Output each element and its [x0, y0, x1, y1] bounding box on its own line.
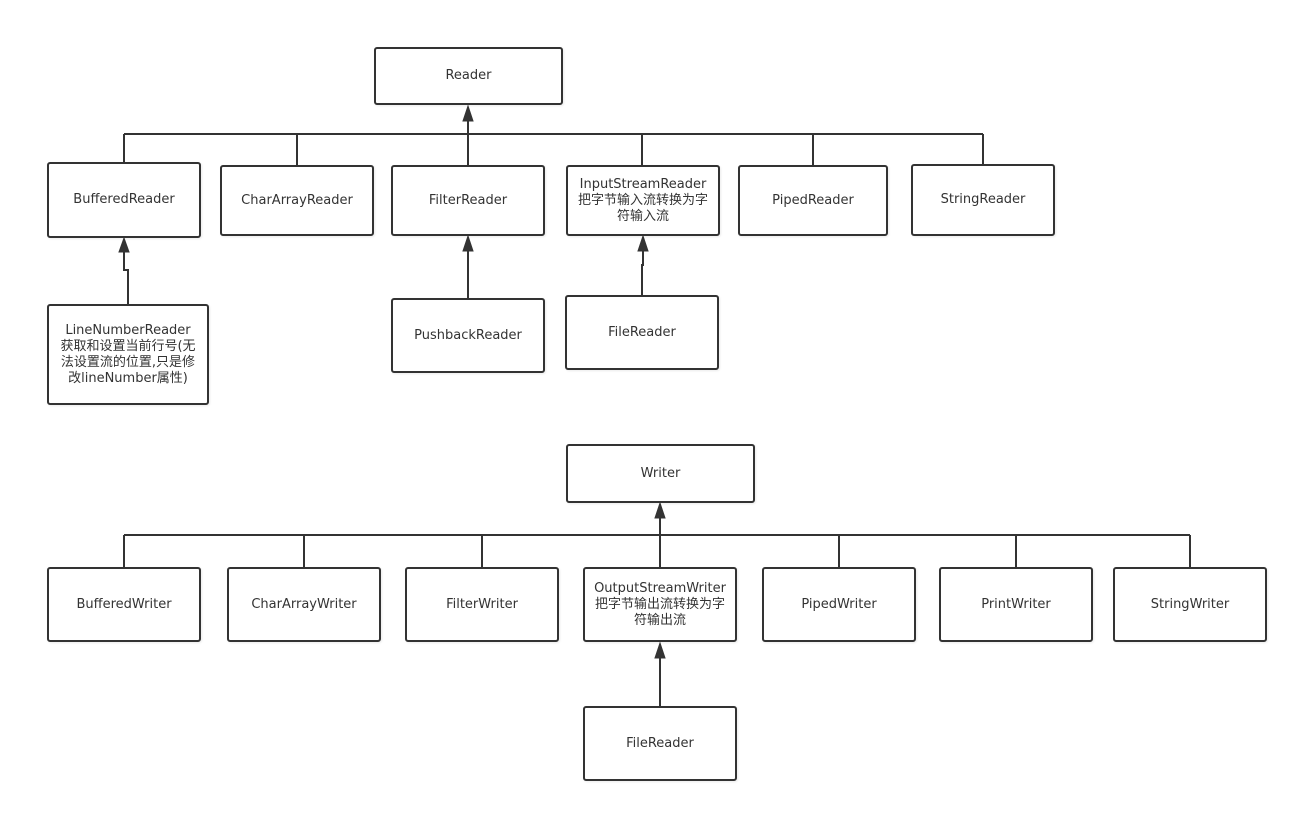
edge-linenumberreader-bufferedreader: [123, 252, 129, 305]
node-stringwriter: StringWriter: [1113, 567, 1267, 642]
node-filterreader: FilterReader: [391, 165, 545, 236]
node-label: StringReader: [940, 192, 1026, 207]
arrowhead-writer: [654, 501, 666, 519]
arrowhead-inputstreamreader: [637, 234, 649, 252]
node-filereader-writer-tree: FileReader: [583, 706, 737, 781]
node-pipedwriter: PipedWriter: [762, 567, 916, 642]
node-label: Writer: [640, 465, 681, 481]
edge-filereader-inputstreamreader: [641, 251, 644, 296]
node-label: InputStreamReader 把字节输入流转换为字 符输入流: [577, 176, 708, 224]
node-label: PushbackReader: [414, 327, 522, 343]
node-inputstreamreader: InputStreamReader 把字节输入流转换为字 符输入流: [566, 165, 720, 236]
node-stringreader: StringReader: [911, 164, 1055, 236]
node-label: OutputStreamWriter 把字节输出流转换为字 符输出流: [594, 580, 726, 628]
node-writer: Writer: [566, 444, 755, 503]
node-label: FilterReader: [428, 192, 508, 208]
node-filterwriter: FilterWriter: [405, 567, 559, 642]
node-label: Reader: [445, 68, 492, 83]
arrowhead-filterreader: [462, 234, 474, 252]
node-label: CharArrayReader: [241, 192, 353, 208]
arrowhead-reader: [462, 104, 474, 122]
node-label: FilterWriter: [446, 596, 518, 612]
node-label: StringWriter: [1150, 596, 1230, 612]
node-bufferedreader: BufferedReader: [47, 162, 201, 238]
node-reader: Reader: [374, 47, 563, 105]
node-label: FileReader: [608, 324, 676, 340]
node-outputstreamwriter: OutputStreamWriter 把字节输出流转换为字 符输出流: [583, 567, 737, 642]
node-linenumberreader: LineNumberReader 获取和设置当前行号(无 法设置流的位置,只是修…: [47, 304, 209, 405]
node-chararraywriter: CharArrayWriter: [227, 567, 381, 642]
node-pipedreader: PipedReader: [738, 165, 888, 236]
node-label: BufferedReader: [73, 192, 175, 207]
node-pushbackreader: PushbackReader: [391, 298, 545, 373]
node-label: PipedReader: [772, 192, 854, 208]
node-label: CharArrayWriter: [251, 596, 357, 612]
node-label: LineNumberReader 获取和设置当前行号(无 法设置流的位置,只是修…: [60, 322, 196, 386]
node-label: PipedWriter: [801, 596, 877, 612]
node-chararrayreader: CharArrayReader: [220, 165, 374, 236]
node-bufferedwriter: BufferedWriter: [47, 567, 201, 642]
node-filereader-reader-tree: FileReader: [565, 295, 719, 370]
arrowhead-bufferedreader: [118, 236, 130, 253]
node-label: BufferedWriter: [76, 596, 172, 612]
node-label: PrintWriter: [981, 596, 1051, 612]
arrowhead-outputstreamwriter: [654, 641, 666, 659]
node-printwriter: PrintWriter: [939, 567, 1093, 642]
node-label: FileReader: [626, 735, 694, 751]
